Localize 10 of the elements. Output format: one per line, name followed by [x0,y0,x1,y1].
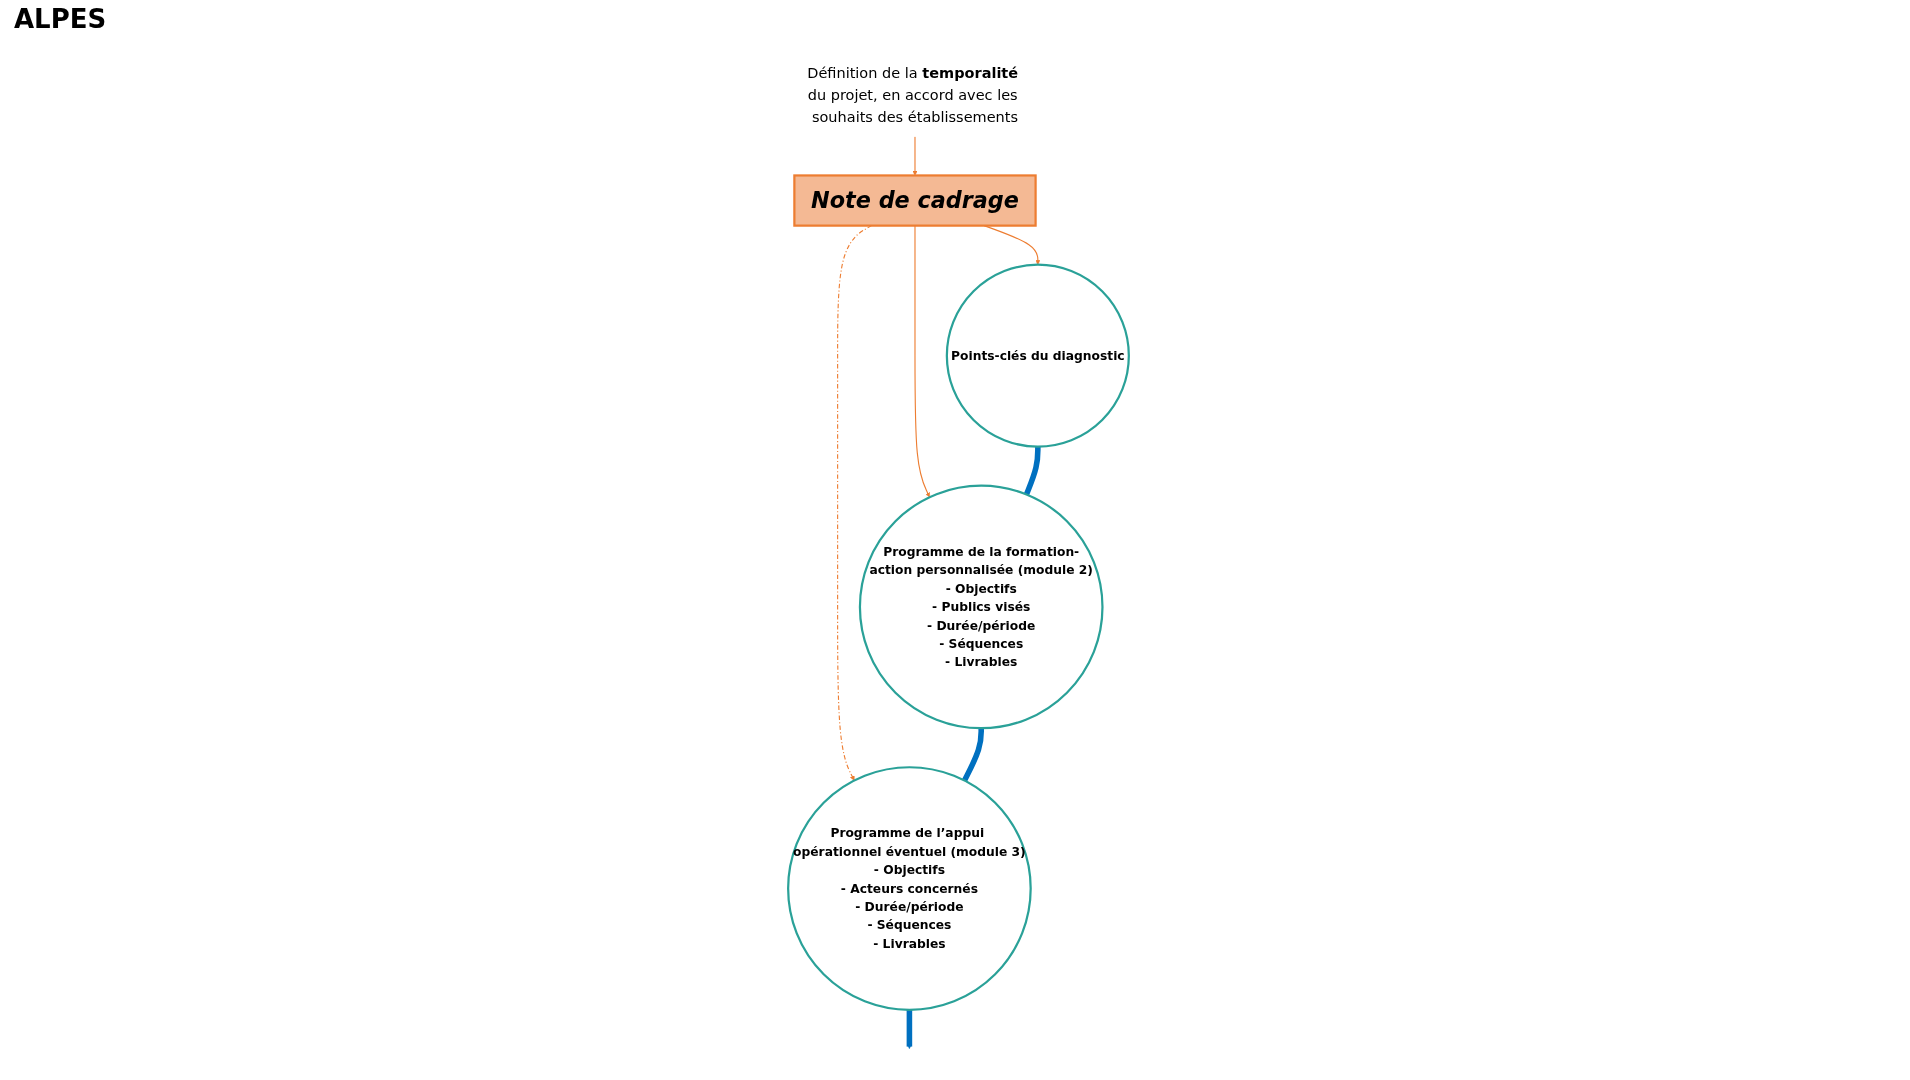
node-circle: Points-clés du diagnostic [945,263,1130,448]
connector [1023,446,1041,496]
connector [962,728,984,782]
node-circle: Programme de la formation-action personnalisée (module 2) - Objectifs - Publics visés - Durée/période - Séquences - Livrables [858,484,1104,730]
node-box: Note de cadrage [793,174,1037,227]
arrow [914,225,930,498]
arrow [912,135,918,176]
arrow [906,1009,913,1050]
node-text: Définition de la temporalité du projet, en accord avec les souhaits des établissements [807,65,1019,126]
heading-text: ALPES [14,4,107,34]
